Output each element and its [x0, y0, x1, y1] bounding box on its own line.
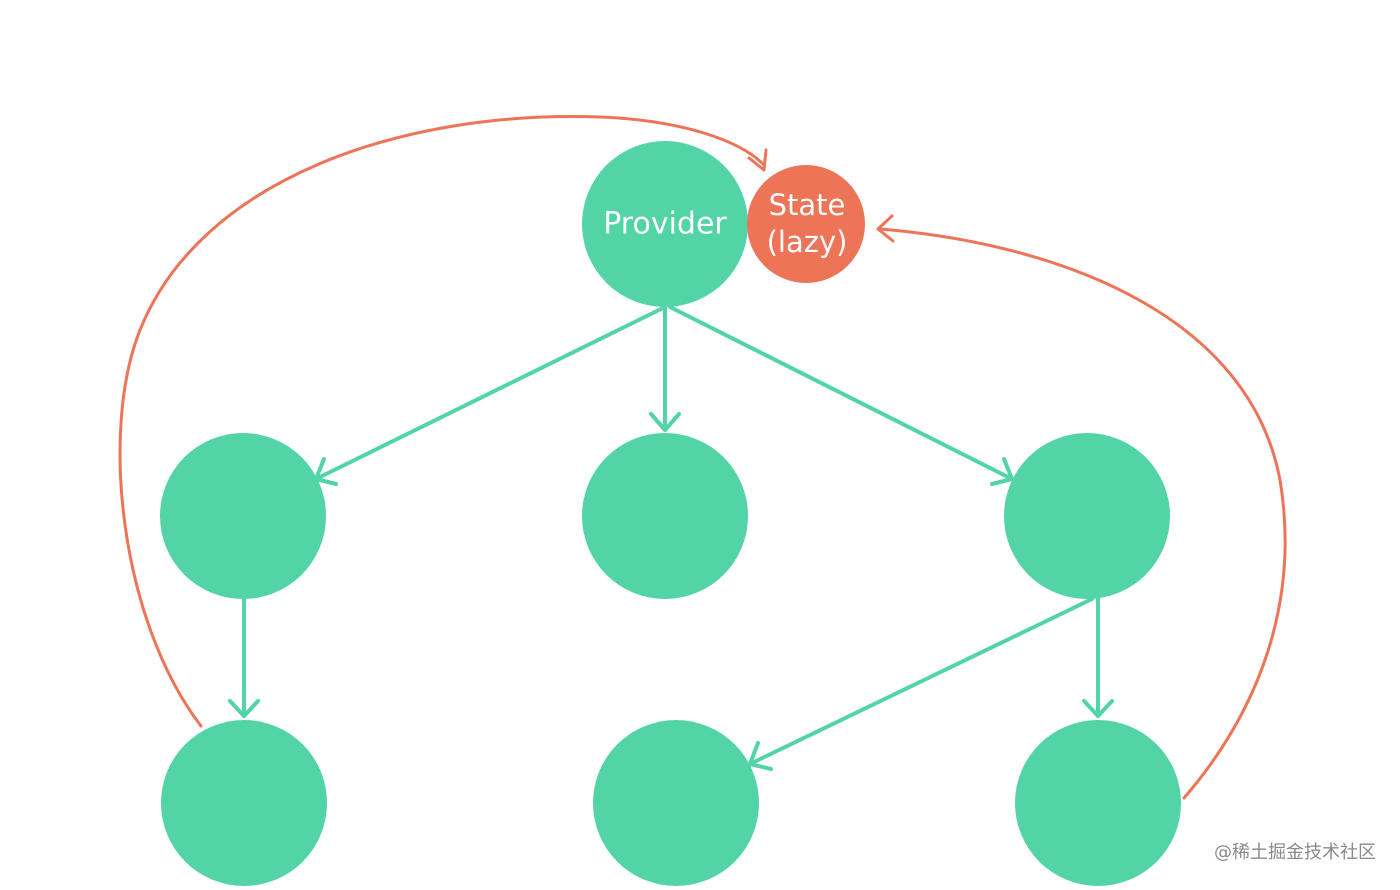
leaf-right-node[interactable] — [1015, 720, 1181, 886]
watermark-text: @稀土掘金技术社区 — [1214, 838, 1376, 864]
leaf-middle-node[interactable] — [593, 720, 759, 886]
provider-label: Provider — [603, 207, 727, 242]
state-node[interactable] — [747, 165, 865, 283]
edge-provider-to-child-right — [670, 307, 1010, 478]
child-right-node[interactable] — [1004, 433, 1170, 599]
edge-child-right-to-leaf-middle — [752, 599, 1092, 763]
child-middle-node[interactable] — [582, 433, 748, 599]
leaf-left-node[interactable] — [161, 720, 327, 886]
edge-provider-to-child-left — [318, 308, 663, 478]
child-left-node[interactable] — [160, 433, 326, 599]
state-label-line2: (lazy) — [767, 225, 848, 259]
nodes: Provider State (lazy) — [160, 141, 1181, 886]
state-label-line1: State — [769, 188, 846, 222]
